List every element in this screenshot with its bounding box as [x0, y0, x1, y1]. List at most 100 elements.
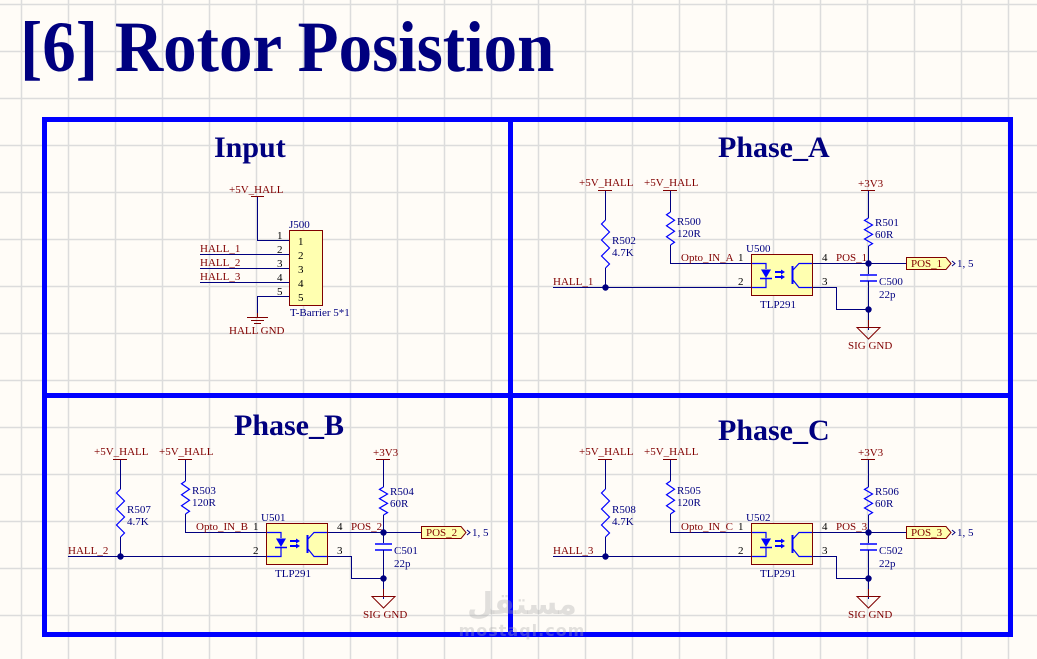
- output-port-label: POS_2: [426, 527, 457, 539]
- connector-pin-number: 2: [277, 244, 283, 256]
- opto-value: TLP291: [760, 299, 796, 311]
- watermark: مستقل mostaql.com: [452, 588, 592, 640]
- pullup-designator: R502: [612, 235, 636, 247]
- led-resistor-designator: R505: [677, 485, 701, 497]
- watermark-latin: mostaql.com: [458, 621, 586, 640]
- led-resistor-value: 120R: [677, 497, 702, 509]
- connector-designator: J500: [289, 219, 310, 231]
- opto-pin-number: 3: [337, 545, 343, 557]
- net-label-hall-1: HALL_1: [200, 243, 240, 255]
- capacitor-designator: C500: [879, 276, 903, 288]
- resistor-icon: [600, 488, 611, 538]
- wire: [670, 514, 752, 533]
- power-port-label: +5V_HALL: [644, 446, 699, 458]
- capacitor-value: 22p: [879, 289, 896, 301]
- connector-pin-label: 4: [298, 278, 304, 290]
- light-arrows-icon: [775, 538, 785, 549]
- capacitor-designator: C501: [394, 545, 418, 557]
- junction-dot: [865, 260, 872, 267]
- opto-pin-number: 4: [822, 252, 828, 264]
- led-resistor-designator: R503: [192, 485, 216, 497]
- resistor-icon: [665, 211, 676, 246]
- connector-pin-number: 4: [277, 272, 283, 284]
- wire: [328, 556, 384, 579]
- section-title-phase-c: Phase_C: [718, 414, 830, 447]
- opto-pin-number: 3: [822, 545, 828, 557]
- output-port-label: POS_3: [911, 527, 943, 539]
- ground-icon: [247, 313, 268, 324]
- power-label: +5V_HALL: [229, 184, 284, 196]
- opto-designator: U500: [746, 243, 771, 255]
- power-port-label: +3V3: [858, 178, 884, 190]
- phototransistor-icon: [791, 531, 812, 558]
- output-resistor-value: 60R: [875, 498, 894, 510]
- junction-dot: [865, 529, 872, 536]
- connector-body: [289, 230, 323, 306]
- wire: [257, 296, 289, 315]
- section-phase-a: +5V_HALL+5V_HALL+3V3R5024.7KHALL_1R50012…: [553, 177, 974, 352]
- wire: [257, 197, 289, 241]
- resistor-icon: [863, 217, 874, 247]
- net-label-hall-2: HALL_2: [200, 257, 240, 269]
- wire: [813, 287, 869, 310]
- light-arrows-icon: [775, 269, 785, 280]
- ground-label: SIG GND: [848, 340, 892, 352]
- connector-value: T-Barrier 5*1: [290, 307, 350, 319]
- phototransistor-icon: [791, 262, 812, 289]
- panel-borders: [42, 117, 1013, 637]
- light-arrows-icon: [290, 538, 300, 549]
- port-ref-arrow-icon: [466, 529, 471, 536]
- wire: [670, 245, 752, 264]
- junction-dot: [602, 553, 609, 560]
- watermark-arabic: مستقل: [467, 587, 577, 622]
- resistor-icon: [115, 488, 126, 538]
- capacitor-designator: C502: [879, 545, 903, 557]
- opto-pin-number: 4: [337, 521, 343, 533]
- opto-pin-number: 2: [738, 545, 744, 557]
- junction-dot: [117, 553, 124, 560]
- pullup-value: 4.7K: [127, 516, 149, 528]
- output-port: [906, 526, 952, 539]
- led-resistor-value: 120R: [677, 228, 702, 240]
- power-port-label: +3V3: [373, 447, 399, 459]
- input-section: +5V_HALL HALL_1 HALL_2 HALL_3 HALL GND J…: [200, 184, 350, 337]
- opto-pin-number: 3: [822, 276, 828, 288]
- power-port-label: +5V_HALL: [94, 446, 149, 458]
- outer-frame: [42, 117, 1013, 637]
- connector-pin-number: 5: [277, 286, 283, 298]
- led-icon: [752, 531, 772, 558]
- pullup-value: 4.7K: [612, 247, 634, 259]
- resistor-icon: [378, 486, 389, 516]
- power-port-label: +5V_HALL: [579, 177, 634, 189]
- opto-net-label: Opto_IN_B: [196, 521, 248, 533]
- output-resistor-designator: R506: [875, 486, 899, 498]
- connector-pin-label: 1: [298, 236, 304, 248]
- ground-label: HALL GND: [229, 325, 285, 337]
- optocoupler-body: [751, 254, 813, 296]
- connector-pin-label: 2: [298, 250, 304, 262]
- opto-value: TLP291: [760, 568, 796, 580]
- power-port-label: +5V_HALL: [579, 446, 634, 458]
- connector-pin-number: 1: [277, 230, 283, 242]
- net-label-hall-3: HALL_3: [200, 271, 241, 283]
- optocoupler-body: [751, 523, 813, 565]
- connector-pin-label: 3: [298, 264, 304, 276]
- section-title-phase-a: Phase_A: [718, 131, 830, 164]
- output-resistor-designator: R501: [875, 217, 899, 229]
- output-port-ref: 1, 5: [957, 258, 974, 270]
- opto-pin-number: 4: [822, 521, 828, 533]
- output-port: [906, 257, 952, 270]
- resistor-icon: [180, 480, 191, 515]
- junction-dot: [865, 575, 872, 582]
- resistor-icon: [665, 480, 676, 515]
- output-net-label: POS_3: [836, 521, 868, 533]
- wire: [185, 514, 267, 533]
- section-title-input: Input: [214, 131, 286, 164]
- pullup-designator: R508: [612, 504, 636, 516]
- junction-dot: [380, 529, 387, 536]
- capacitor-value: 22p: [879, 558, 896, 570]
- phototransistor-icon: [306, 531, 327, 558]
